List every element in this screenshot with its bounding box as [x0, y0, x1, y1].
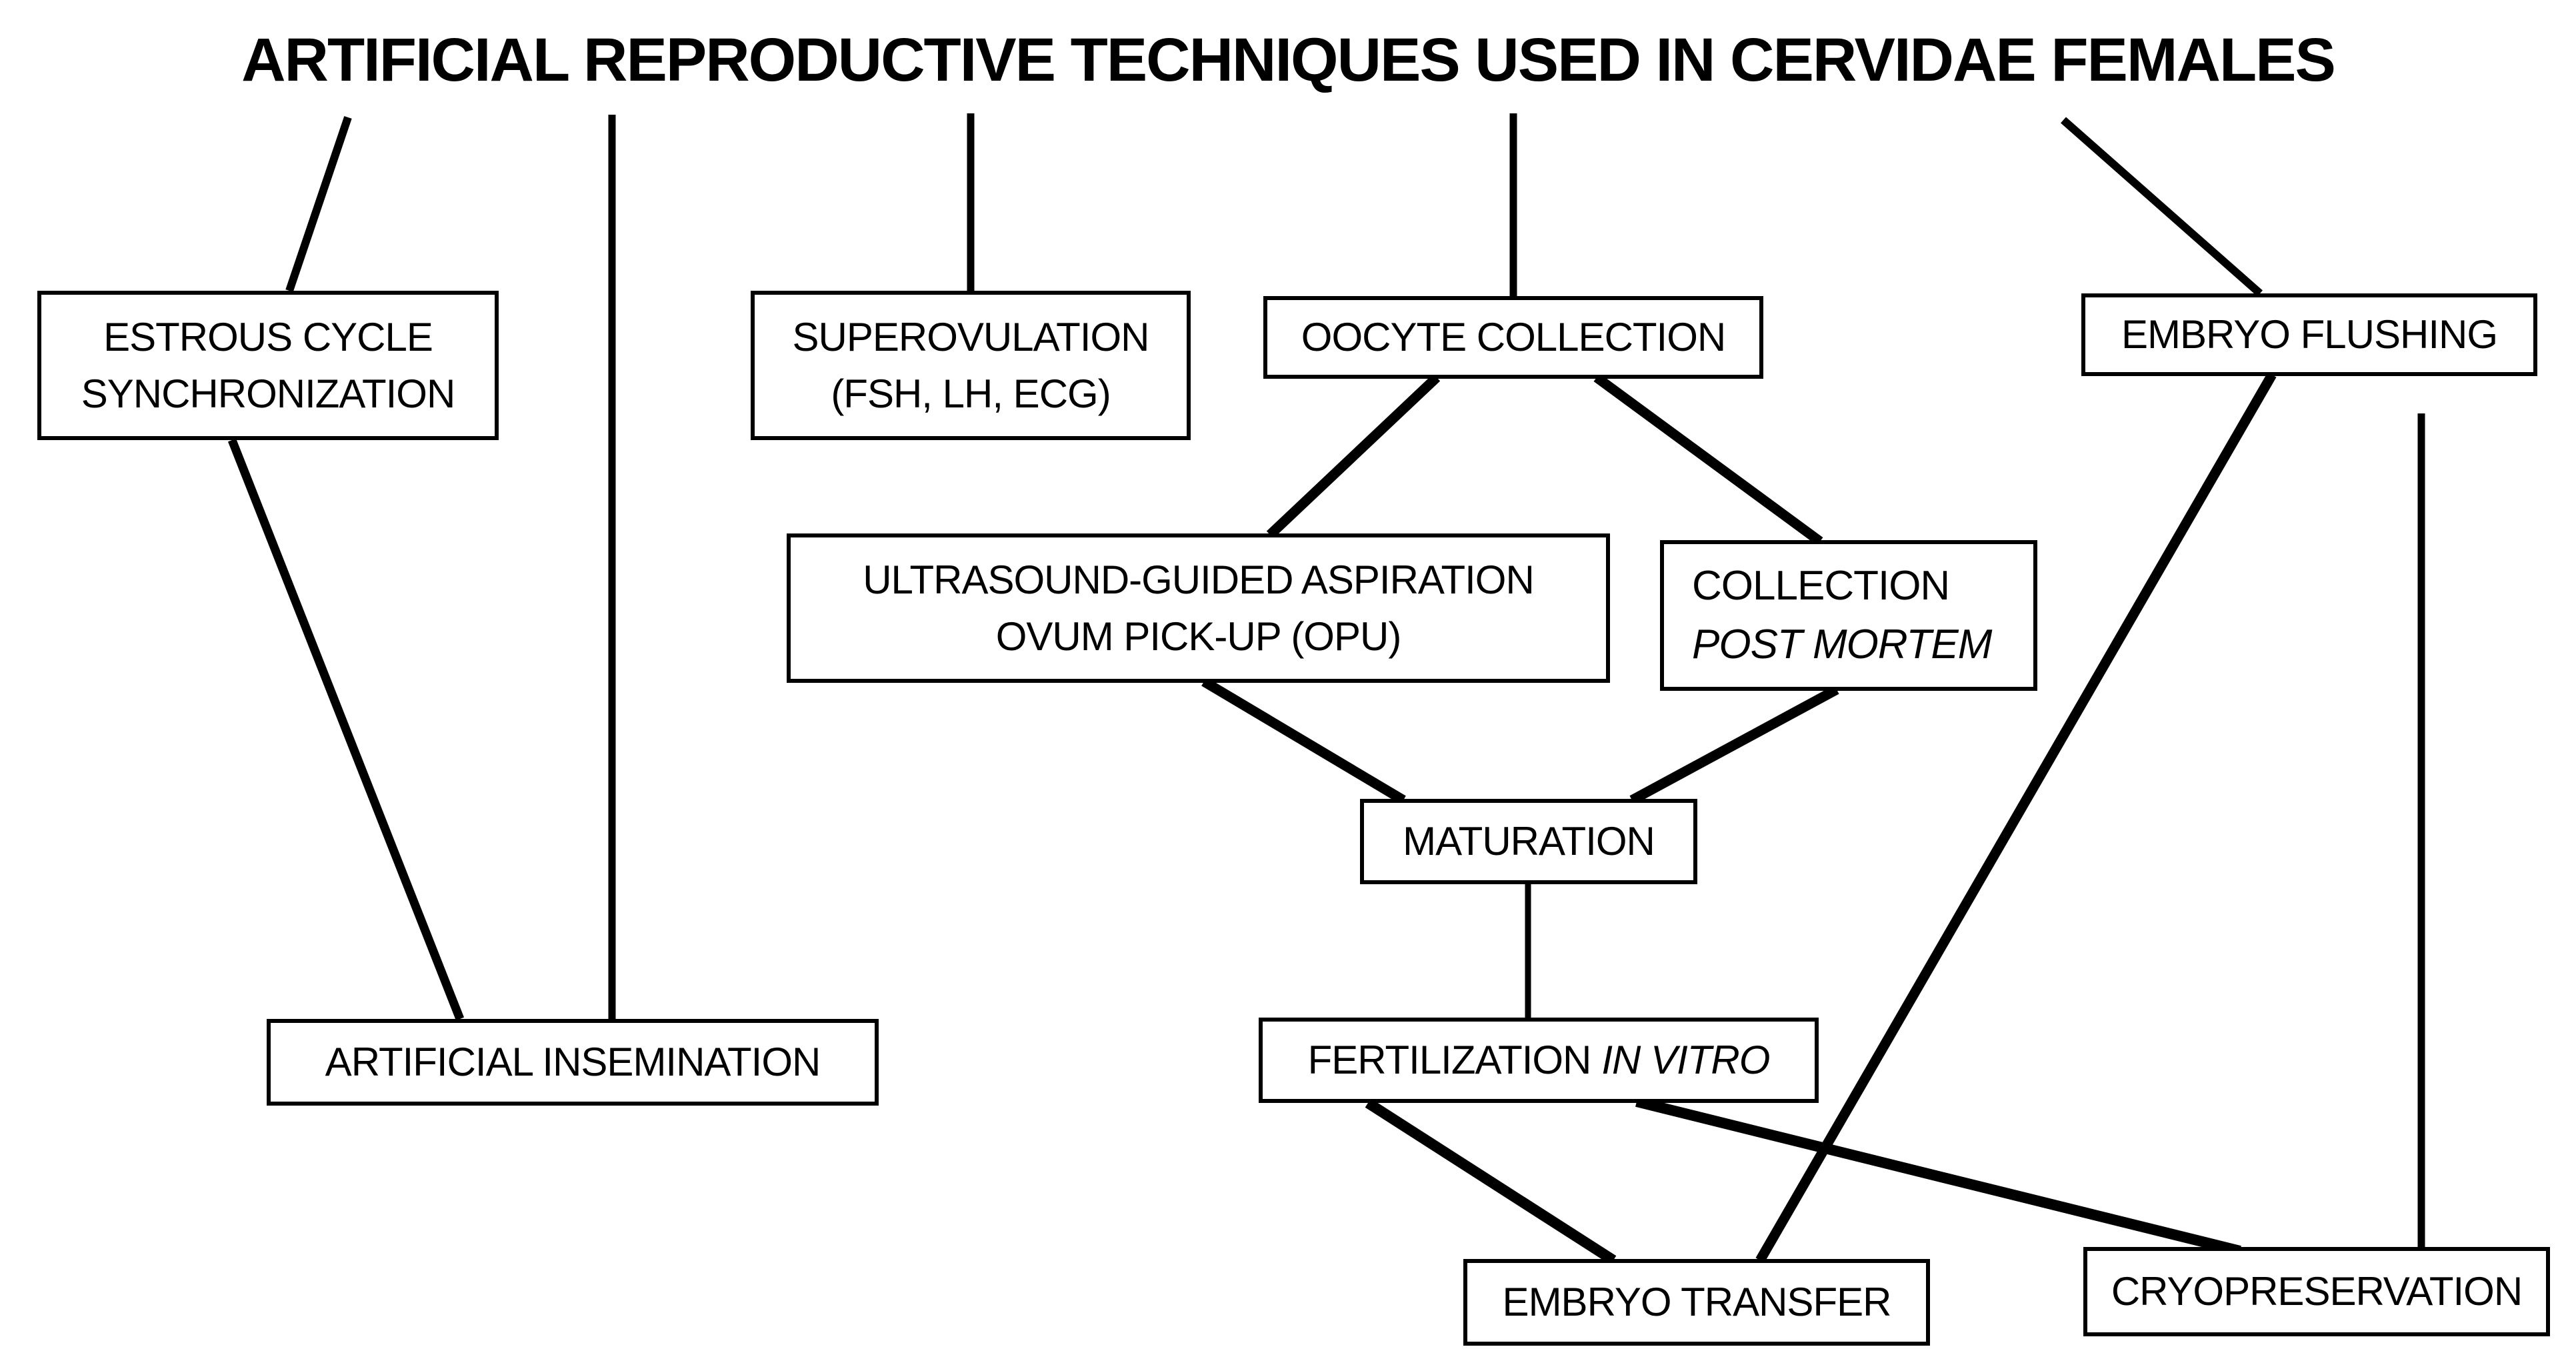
node-label-line: (FSH, LH, ECG) [831, 371, 1111, 416]
node-label: MATURATION [1403, 819, 1655, 864]
node-collection-post-mortem: COLLECTION POST MORTEM [1660, 540, 2037, 691]
edge-oocyte-collection-pm [1593, 373, 1823, 546]
node-label-line: ESTROUS CYCLE [103, 314, 433, 359]
node-label-italic: IN VITRO [1601, 1038, 1770, 1083]
node-cryopreservation: CRYOPRESERVATION [2083, 1247, 2550, 1336]
edge-fiv-cryopreservation [1635, 1096, 2241, 1256]
node-label: EMBRYO TRANSFER [1502, 1280, 1892, 1325]
edge-fiv-embryo-transfer [1365, 1098, 1617, 1265]
node-label: ARTIFICIAL INSEMINATION [325, 1040, 821, 1085]
node-ultrasound-guided-aspiration-opu: ULTRASOUND-GUIDED ASPIRATION OVUM PICK-U… [787, 533, 1610, 683]
node-label-line-italic: POST MORTEM [1692, 621, 1992, 667]
node-label: EMBRYO FLUSHING [2121, 312, 2498, 357]
edge-title-embryo-flushing [2061, 117, 2263, 297]
node-label: FERTILIZATION [1307, 1038, 1592, 1083]
node-label: CRYOPRESERVATION [2111, 1269, 2523, 1314]
node-label: OOCYTE COLLECTION [1301, 315, 1726, 360]
node-label-line: ULTRASOUND-GUIDED ASPIRATION [863, 557, 1535, 602]
edge-embryo-flushing-embryo-transfer [1755, 372, 2277, 1263]
node-estrous-cycle-synchronization: ESTROUS CYCLE SYNCHRONIZATION [37, 291, 499, 440]
node-label-line: SUPEROVULATION [792, 314, 1150, 359]
node-fertilization-in-vitro: FERTILIZATION IN VITRO [1259, 1018, 1819, 1103]
node-embryo-flushing: EMBRYO FLUSHING [2081, 293, 2537, 376]
node-label-line: OVUM PICK-UP (OPU) [995, 614, 1402, 659]
node-maturation: MATURATION [1360, 799, 1697, 884]
edge-oocyte-opu [1266, 373, 1441, 539]
edge-estrous-ai [227, 438, 465, 1021]
edge-collection-pm-maturation [1629, 685, 1839, 805]
node-embryo-transfer: EMBRYO TRANSFER [1463, 1259, 1930, 1346]
node-label-line: COLLECTION [1692, 562, 1950, 609]
node-artificial-insemination: ARTIFICIAL INSEMINATION [267, 1019, 879, 1106]
node-label-line: SYNCHRONIZATION [81, 371, 456, 416]
edge-opu-maturation [1201, 677, 1406, 805]
node-oocyte-collection: OOCYTE COLLECTION [1263, 296, 1763, 379]
diagram-title: ARTIFICIAL REPRODUCTIVE TECHNIQUES USED … [241, 26, 2336, 94]
edge-title-estrous [285, 116, 352, 292]
node-superovulation: SUPEROVULATION (FSH, LH, ECG) [751, 291, 1191, 440]
